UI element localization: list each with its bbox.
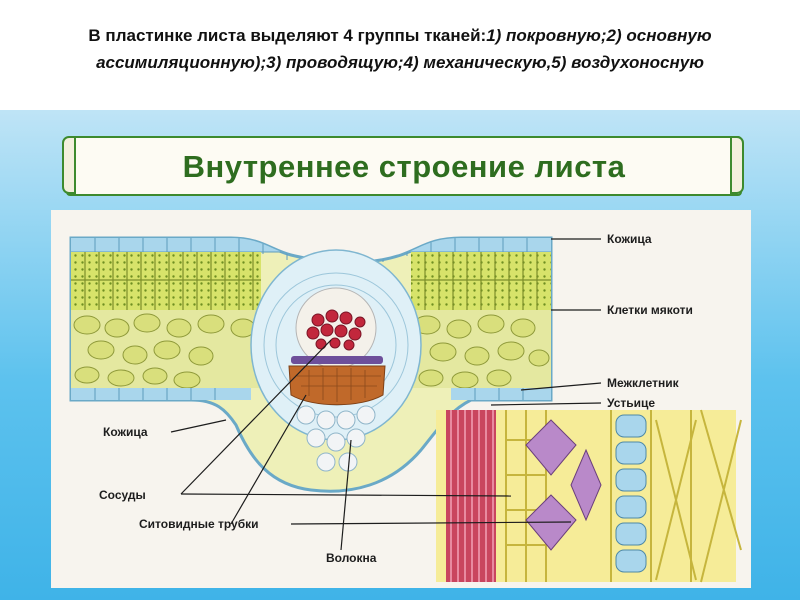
diagram-title: Внутреннее строение листа [182,149,626,184]
label-epidermis-bottom: Кожица [103,425,148,439]
sieve-tube-cells [525,419,602,551]
scroll-curl-left [62,136,76,194]
title-scroll-banner [66,136,742,196]
fiber-cells-lower [296,405,376,472]
caption-list: 1) покровную;2) основную ассимиляционную… [96,26,712,72]
slide-caption: В пластинке листа выделяют 4 группы ткан… [0,22,800,76]
caption-lead: В пластинке листа выделяют 4 группы ткан… [88,26,487,45]
vascular-bundle [250,249,422,472]
label-leader-lines [170,238,602,551]
label-epidermis-top: Кожица [607,232,652,246]
palisade-mesophyll [71,252,551,310]
leaf-structure-figure: Кожица Клетки мякоти Межклетник Устьице … [51,210,751,588]
xylem-vessels [306,309,366,351]
phloem-sieve-tubes [288,365,386,406]
label-fibers: Волокна [326,551,377,565]
label-intercellular-space: Межклетник [607,376,680,390]
label-sieve-tubes: Ситовидные трубки [139,517,258,531]
spongy-mesophyll [71,310,551,389]
cambium-band [291,356,383,364]
vessel-column [615,414,647,573]
label-stoma: Устьице [607,396,655,410]
scroll-curl-right [730,136,744,194]
label-vessels: Сосуды [99,488,146,502]
leaf-cross-section-diagram: Кожица Клетки мякоти Межклетник Устьице … [51,210,751,588]
label-mesophyll-cells: Клетки мякоти [607,303,693,317]
lower-epidermis-cells [71,388,551,400]
